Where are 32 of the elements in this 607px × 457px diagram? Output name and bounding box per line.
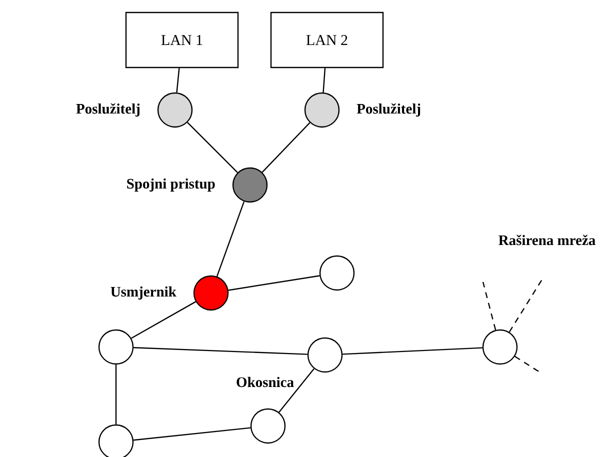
node-label: Usmjernik: [110, 286, 176, 300]
link-line: [228, 275, 320, 291]
dashed-line: [508, 278, 544, 332]
network-label: Raširena mreža: [498, 234, 596, 246]
circle-node: [307, 337, 343, 373]
dashed-line: [514, 356, 542, 374]
circle-node: [98, 329, 134, 365]
dashed-line: [482, 282, 496, 330]
circle-node: [304, 92, 340, 128]
node-label: Poslužitelj: [76, 103, 140, 117]
link-line: [187, 122, 238, 173]
lan-box: LAN 1: [125, 12, 239, 68]
circle-node: [157, 92, 193, 128]
link-line: [134, 347, 308, 355]
link-line: [115, 364, 117, 424]
network-label: Okosnica: [236, 376, 294, 388]
link-line: [133, 427, 251, 441]
node-label: Poslužitelj: [356, 103, 420, 117]
link-line: [216, 201, 245, 277]
link-line: [131, 301, 196, 339]
circle-node: [482, 329, 518, 365]
circle-node: [250, 408, 286, 444]
link-line: [322, 68, 326, 92]
node-label: Spojni pristup: [127, 178, 215, 192]
link-line: [278, 368, 314, 413]
link-line: [176, 68, 180, 93]
lan-box: LAN 2: [270, 12, 384, 68]
circle-node: [232, 167, 268, 203]
circle-node: [319, 255, 355, 291]
circle-node: [193, 275, 229, 311]
link-line: [262, 122, 310, 173]
link-line: [342, 347, 482, 355]
